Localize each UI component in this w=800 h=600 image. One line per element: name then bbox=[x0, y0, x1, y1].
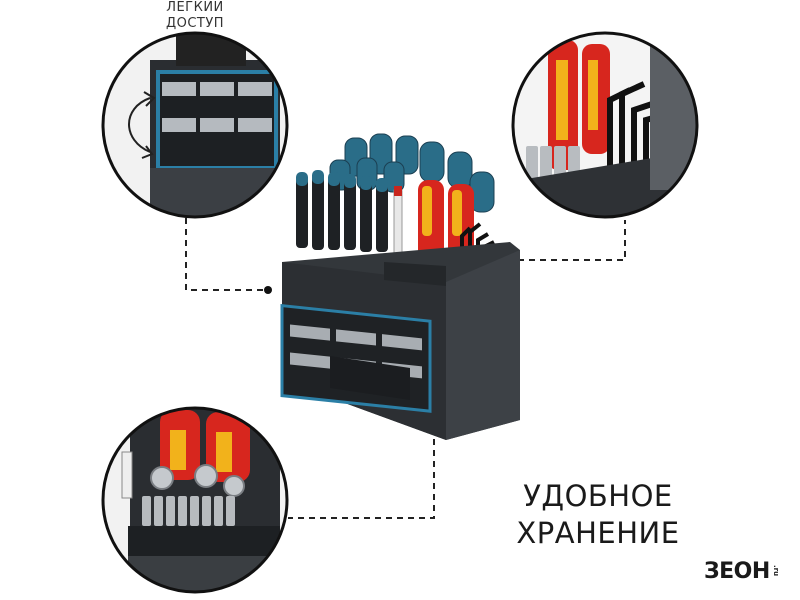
screwdriver-set bbox=[296, 133, 495, 262]
connector-dot bbox=[264, 286, 272, 294]
zoom-bits-sockets bbox=[101, 406, 289, 594]
easy-access-caption: ЛЕГКИЙ ДОСТУП bbox=[150, 0, 240, 32]
zoom-easy-access bbox=[101, 31, 289, 219]
brand-logo-text: ЗЕОН bbox=[704, 558, 770, 584]
connector-top-left bbox=[185, 218, 268, 291]
connector-top-right bbox=[485, 220, 626, 261]
rotate-arrow-icon bbox=[128, 97, 151, 153]
connector-lines bbox=[185, 218, 626, 519]
headline-line-1: УДОБНОЕ bbox=[523, 479, 673, 513]
connector-bottom bbox=[288, 296, 435, 519]
brand-logo-tld: .ru bbox=[771, 565, 780, 577]
easy-access-line-2: ДОСТУП bbox=[165, 16, 225, 31]
headline: УДОБНОЕ ХРАНЕНИЕ bbox=[498, 478, 698, 552]
easy-access-line-1: ЛЕГКИЙ bbox=[166, 0, 224, 15]
brand-logo: ЗЕОН .ru bbox=[704, 556, 786, 586]
headline-line-2: ХРАНЕНИЕ bbox=[516, 516, 680, 550]
insulated-screwdrivers bbox=[418, 180, 474, 260]
tool-rack bbox=[280, 133, 520, 440]
zoom-hex-keys bbox=[511, 31, 699, 219]
